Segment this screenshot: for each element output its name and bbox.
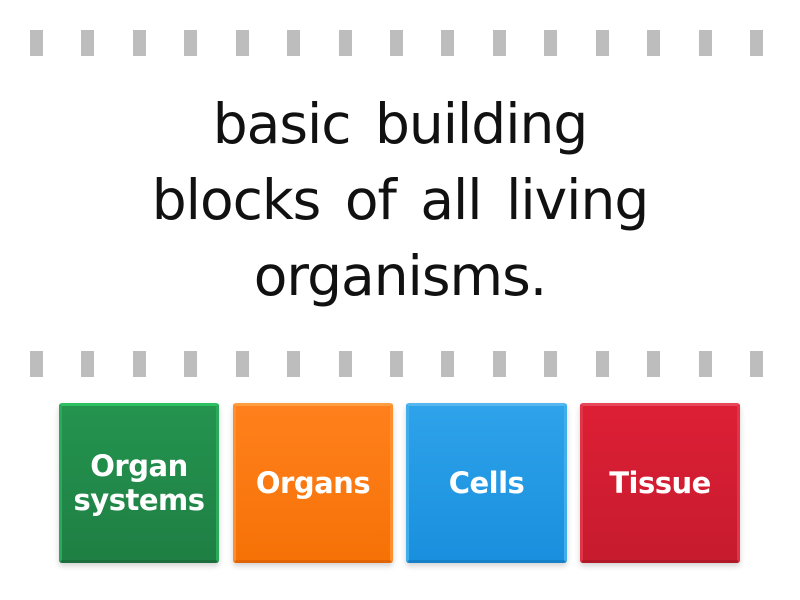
divider-dash [236, 351, 249, 377]
divider-dash [81, 30, 94, 56]
divider-dash [339, 351, 352, 377]
divider-dash [133, 30, 146, 56]
divider-dash [544, 351, 557, 377]
divider-dash [647, 30, 660, 56]
divider-dash [339, 30, 352, 56]
answer-organs-button[interactable]: Organs [233, 403, 393, 563]
divider-dash [287, 351, 300, 377]
divider-dash [441, 30, 454, 56]
divider-dash [30, 30, 43, 56]
answer-label: Organs [255, 466, 371, 500]
divider-dash [596, 30, 609, 56]
divider-dash [390, 30, 403, 56]
divider-dash [236, 30, 249, 56]
divider-dash [287, 30, 300, 56]
divider-dash [596, 351, 609, 377]
answer-cells-button[interactable]: Cells [406, 403, 567, 563]
divider-dash [750, 30, 763, 56]
divider-dash [390, 351, 403, 377]
divider-dash [133, 351, 146, 377]
divider-dash [184, 30, 197, 56]
divider-dash [184, 351, 197, 377]
answer-label: Tissue [609, 466, 711, 500]
divider-dash [647, 351, 660, 377]
divider-dash [493, 30, 506, 56]
question-panel: basic building blocks of all living orga… [100, 86, 700, 314]
answer-label: Cells [448, 466, 525, 500]
question-text: basic building blocks of all living orga… [151, 92, 649, 308]
top-dashed-divider [0, 30, 800, 56]
divider-dash [441, 351, 454, 377]
bottom-dashed-divider [0, 351, 800, 377]
divider-dash [81, 351, 94, 377]
divider-dash [30, 351, 43, 377]
divider-dash [750, 351, 763, 377]
answer-tissue-button[interactable]: Tissue [580, 403, 740, 563]
answer-organ-systems-button[interactable]: Organ systems [59, 403, 219, 563]
divider-dash [699, 30, 712, 56]
divider-dash [699, 351, 712, 377]
answer-label: Organ systems [73, 449, 205, 517]
divider-dash [493, 351, 506, 377]
divider-dash [544, 30, 557, 56]
